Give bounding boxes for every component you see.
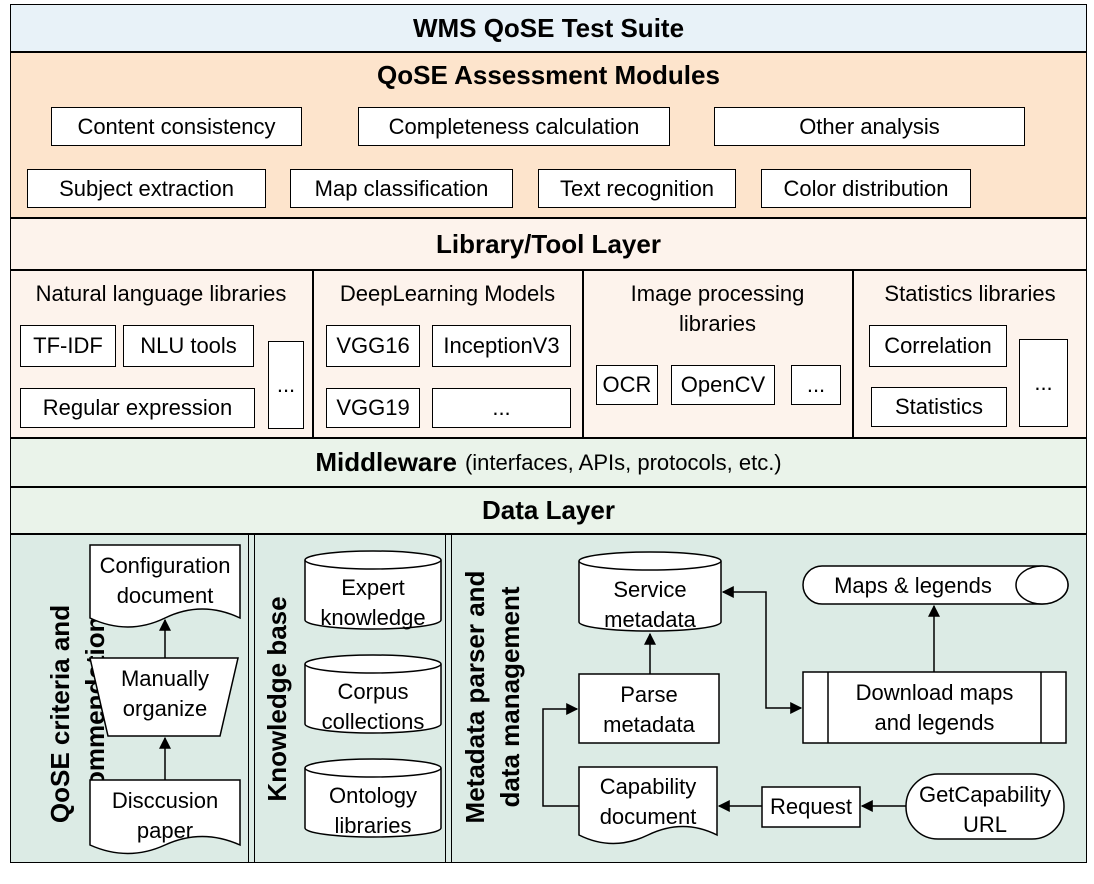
service-metadata-label: Service metadata xyxy=(579,575,721,634)
library-divider-2 xyxy=(582,270,584,438)
parse-metadata-box xyxy=(578,673,720,744)
discussion-paper-shape xyxy=(89,779,241,855)
library-divider-1 xyxy=(312,270,314,438)
middleware-subtitle: (interfaces, APIs, protocols, etc.) xyxy=(464,449,782,475)
statistics-box: Statistics xyxy=(871,387,1007,427)
capability-line2: document xyxy=(599,803,697,829)
regex-box: Regular expression xyxy=(20,388,255,428)
request-label: Request xyxy=(770,794,852,819)
download-line1: Download maps xyxy=(855,680,1014,705)
ip-more-box: ... xyxy=(791,365,841,405)
capability-document-label: Capability document xyxy=(579,772,717,831)
config-doc-line2: document xyxy=(116,582,214,608)
library-divider-3 xyxy=(852,270,854,438)
knowledge-panel xyxy=(254,534,446,863)
capability-line1: Capability xyxy=(599,774,697,799)
download-maps-process xyxy=(802,671,1067,744)
discussion-line2: paper xyxy=(136,817,194,843)
config-document-shape xyxy=(89,544,241,628)
image-processing-title: Image processing libraries xyxy=(583,279,852,338)
request-box xyxy=(761,786,861,828)
data-layer-title: Data Layer xyxy=(482,495,615,525)
download-line2: and legends xyxy=(874,709,995,735)
manually-organize-label: Manually organize xyxy=(90,664,240,723)
getcapability-url-label: GetCapability URL xyxy=(906,780,1064,839)
module-subject-extraction: Subject extraction xyxy=(27,169,266,208)
discussion-paper-label: Disccusion paper xyxy=(90,786,240,845)
statistics-libraries-title: Statistics libraries xyxy=(884,281,1056,306)
config-document-label: Configuration document xyxy=(90,551,240,610)
middleware-title: Middleware xyxy=(315,447,457,477)
download-maps-label: Download maps and legends xyxy=(828,678,1041,737)
config-doc-line1: Configuration xyxy=(99,553,231,578)
suite-title-bar: WMS QoSE Test Suite xyxy=(10,4,1087,52)
corpus-collections-label: Corpus collections xyxy=(305,677,441,736)
corpus-line1: Corpus xyxy=(337,679,409,704)
module-color-distribution: Color distribution xyxy=(761,169,971,208)
dl-more-box: ... xyxy=(432,388,571,428)
corpus-line2: collections xyxy=(321,708,425,734)
middleware-bar: Middleware (interfaces, APIs, protocols,… xyxy=(10,438,1087,487)
service-metadata-cylinder xyxy=(578,551,722,632)
nl-more-box: ... xyxy=(268,341,304,429)
image-processing-title-line1: Image processing xyxy=(630,281,805,306)
ontology-libraries-label: Ontology libraries xyxy=(305,781,441,840)
discussion-line1: Disccusion xyxy=(111,788,219,813)
manually-line1: Manually xyxy=(120,666,210,691)
opencv-box: OpenCV xyxy=(671,365,775,405)
getcap-line1: GetCapability xyxy=(918,782,1052,807)
module-text-recognition: Text recognition xyxy=(538,169,736,208)
image-processing-title-line2: libraries xyxy=(678,310,757,336)
maps-legends-label: Maps & legends xyxy=(834,573,992,598)
module-content-consistency: Content consistency xyxy=(51,107,302,146)
assessment-modules-title: QoSE Assessment Modules xyxy=(377,59,720,90)
parse-metadata-label: Parse metadata xyxy=(579,680,719,739)
capability-document-shape xyxy=(578,766,718,845)
getcap-line2: URL xyxy=(962,811,1007,837)
corpus-collections-cylinder xyxy=(304,654,442,734)
expert-knowledge-label: Expert knowledge xyxy=(305,573,441,632)
module-map-classification: Map classification xyxy=(290,169,513,208)
module-completeness-calculation: Completeness calculation xyxy=(358,107,670,146)
expert-line1: Expert xyxy=(341,575,405,600)
inceptionv3-box: InceptionV3 xyxy=(432,325,571,367)
vgg19-box: VGG19 xyxy=(326,388,420,428)
dl-models-title: DeepLearning Models xyxy=(339,281,556,306)
arrow-download-to-service-metadata xyxy=(721,586,803,714)
ontology-line1: Ontology xyxy=(328,783,418,808)
parse-line1: Parse xyxy=(620,682,678,707)
manually-line2: organize xyxy=(122,695,208,721)
data-layer-title-bar: Data Layer xyxy=(10,487,1087,534)
service-metadata-line2: metadata xyxy=(604,606,696,632)
expert-line2: knowledge xyxy=(320,604,426,630)
expert-knowledge-cylinder xyxy=(304,550,442,630)
ocr-box: OCR xyxy=(596,365,658,405)
manually-organize-shape xyxy=(89,657,239,737)
library-layer-title: Library/Tool Layer xyxy=(436,228,661,259)
nlu-tools-box: NLU tools xyxy=(123,325,254,367)
nl-libraries-title: Natural language libraries xyxy=(35,281,287,306)
parse-line2: metadata xyxy=(603,711,695,737)
stats-more-box: ... xyxy=(1019,339,1068,427)
suite-title: WMS QoSE Test Suite xyxy=(412,12,685,43)
library-layer-title-bar: Library/Tool Layer xyxy=(10,218,1087,270)
arrow-capability-to-parse xyxy=(542,703,579,807)
criteria-panel xyxy=(10,534,249,863)
vgg16-box: VGG16 xyxy=(326,325,420,367)
ontology-libraries-cylinder xyxy=(304,758,442,838)
module-other-analysis: Other analysis xyxy=(714,107,1025,146)
tfidf-box: TF-IDF xyxy=(20,325,116,367)
service-metadata-line1: Service xyxy=(613,577,687,602)
ontology-line2: libraries xyxy=(334,812,412,838)
metadata-panel xyxy=(451,534,1087,863)
maps-legends-cylinder xyxy=(802,565,1069,605)
correlation-box: Correlation xyxy=(869,325,1007,367)
